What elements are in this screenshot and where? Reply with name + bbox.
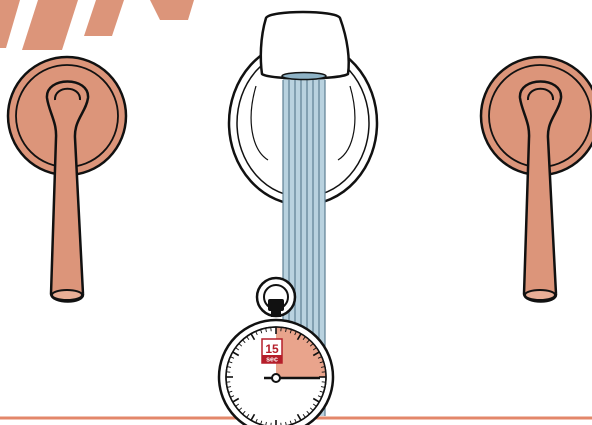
elapsed-sector: [276, 327, 326, 377]
stopwatch-tick: [296, 413, 302, 421]
stopwatch-ticks: [226, 327, 326, 425]
stopwatch-tick: [309, 343, 314, 347]
right-faucet-handle-icon: [479, 55, 592, 303]
stopwatch-tick: [289, 420, 292, 425]
stopwatch-tick: [317, 395, 322, 398]
stopwatch-tick: [242, 339, 246, 344]
stopwatch-tick: [306, 339, 310, 344]
stopwatch-tick: [235, 347, 240, 351]
stopwatch-tick: [309, 407, 314, 411]
stopwatch-tick: [265, 421, 267, 425]
stopwatch-tick: [320, 366, 326, 368]
stopwatch-tick: [238, 343, 243, 347]
stopwatch-tick: [232, 351, 240, 357]
stopwatch-tick: [230, 356, 235, 359]
stopwatch-tick: [250, 413, 256, 421]
stopwatch-tick: [294, 331, 297, 336]
stopwatch-tick: [246, 413, 250, 418]
stopwatch-tick: [235, 403, 240, 407]
stopwatch-tick: [246, 336, 250, 341]
stopwatch-tick: [302, 413, 306, 418]
stopwatch-tick: [319, 390, 324, 393]
stopwatch-tick: [306, 410, 310, 415]
stopwatch-tick: [260, 329, 263, 334]
stopwatch-tick: [317, 356, 322, 359]
stopwatch-tick: [320, 386, 326, 388]
left-faucet-handle-icon: [6, 55, 128, 303]
timer-value: 15: [265, 342, 279, 356]
stopwatch-tick: [302, 336, 306, 341]
stopwatch-tick: [255, 331, 258, 336]
stopwatch-tick: [312, 397, 320, 403]
stopwatch-tick: [285, 421, 287, 425]
water-spout-icon: [259, 10, 350, 81]
stopwatch-tick: [265, 327, 267, 333]
stopwatch-tick: [312, 351, 320, 357]
stopwatch-tick: [232, 397, 240, 403]
stopwatch-tick: [226, 366, 232, 368]
stopwatch-tick: [260, 420, 263, 425]
stopwatch-tick: [228, 361, 233, 364]
stopwatch-tick: [228, 390, 233, 393]
decorative-stripes: [0, 0, 194, 50]
stopwatch-icon: 15 sec: [217, 276, 335, 425]
stopwatch-tick: [226, 386, 232, 388]
stopwatch-tick: [250, 333, 256, 341]
stopwatch-tick: [319, 361, 324, 364]
stopwatch-tick: [294, 418, 297, 423]
stopwatch-tick: [230, 395, 235, 398]
stopwatch-tick: [312, 347, 317, 351]
stopwatch-tick: [312, 403, 317, 407]
stopwatch-tick: [289, 329, 292, 334]
stopwatch-tick: [296, 333, 302, 341]
timer-unit: sec: [266, 357, 278, 364]
stopwatch-tick: [238, 407, 243, 411]
stopwatch-tick: [285, 327, 287, 333]
stopwatch-tick: [255, 418, 258, 423]
stopwatch-tick: [242, 410, 246, 415]
